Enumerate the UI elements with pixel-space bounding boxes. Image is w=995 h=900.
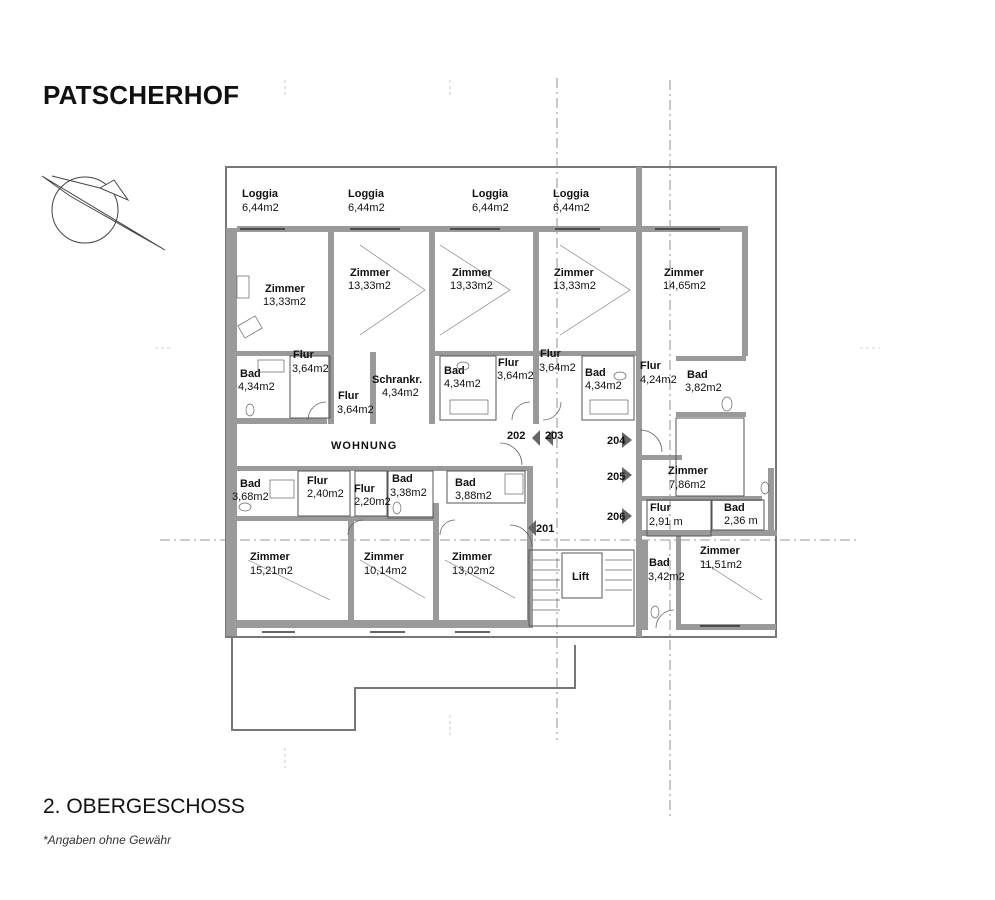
door-number: 202 <box>507 430 525 442</box>
room-name: Flur <box>293 349 314 361</box>
door-numbers: 202 203 204 205 206 201 <box>507 430 626 535</box>
room-area: 15,21m2 <box>250 565 293 577</box>
room-name: Flur <box>354 483 375 495</box>
door-number: 205 <box>607 471 625 483</box>
room-area: 4,34m2 <box>382 387 419 399</box>
room-area: 13,02m2 <box>452 565 495 577</box>
room-name: Bad <box>392 473 413 485</box>
door-swings <box>307 401 675 629</box>
room-area: 3,38m2 <box>390 487 427 499</box>
room-name: Bad <box>240 478 261 490</box>
room-name: Loggia <box>553 188 590 200</box>
room-name: Zimmer <box>554 267 594 279</box>
room-name: Bad <box>585 367 606 379</box>
room-area: 6,44m2 <box>472 202 509 214</box>
room-name: Zimmer <box>664 267 704 279</box>
room-area: 3,64m2 <box>497 370 534 382</box>
door-arrows <box>528 430 632 536</box>
room-area: 6,44m2 <box>348 202 385 214</box>
room-area: 4,24m2 <box>640 374 677 386</box>
disclaimer-note: *Angaben ohne Gewähr <box>43 833 172 847</box>
room-name: Bad <box>724 502 745 514</box>
north-arrow-icon <box>41 175 166 251</box>
room-name: Zimmer <box>668 465 708 477</box>
room-area: 14,65m2 <box>663 280 706 292</box>
room-area: 4,34m2 <box>238 381 275 393</box>
room-name: Flur <box>338 390 359 402</box>
room-name: Bad <box>649 557 670 569</box>
room-area: 3,42m2 <box>648 571 685 583</box>
room-name: Zimmer <box>452 267 492 279</box>
door-number: 201 <box>536 523 554 535</box>
room-area: 3,64m2 <box>292 363 329 375</box>
room-name: Zimmer <box>452 551 492 563</box>
door-number: 206 <box>607 511 625 523</box>
door-number: 203 <box>545 430 563 442</box>
room-name: Bad <box>444 365 465 377</box>
room-labels: Loggia 6,44m2 Loggia 6,44m2 Loggia 6,44m… <box>232 188 758 583</box>
room-name: Zimmer <box>700 545 740 557</box>
room-name: Loggia <box>348 188 385 200</box>
room-area: 2,20m2 <box>354 496 391 508</box>
room-area: 3,68m2 <box>232 491 269 503</box>
fixtures <box>236 275 770 619</box>
room-area: 2,36 m <box>724 515 758 527</box>
floor-label: 2. OBERGESCHOSS <box>43 795 245 818</box>
staircase <box>532 559 632 611</box>
page-title: PATSCHERHOF <box>43 80 240 110</box>
door-number: 204 <box>607 435 626 447</box>
room-area: 11,51m2 <box>700 559 742 571</box>
room-area: 10,14m2 <box>364 565 407 577</box>
room-area: 13,33m2 <box>553 280 596 292</box>
room-area: 2,91 m <box>649 516 683 528</box>
room-name: Loggia <box>472 188 509 200</box>
room-area: 13,33m2 <box>348 280 391 292</box>
room-area: 3,64m2 <box>539 362 576 374</box>
room-name: Zimmer <box>364 551 404 563</box>
room-name: Bad <box>455 477 476 489</box>
room-area: 3,82m2 <box>685 382 722 394</box>
room-area: 13,33m2 <box>450 280 493 292</box>
room-name: Flur <box>307 475 328 487</box>
room-name: Flur <box>640 360 661 372</box>
room-name: Zimmer <box>250 551 290 563</box>
room-name: Bad <box>240 368 261 380</box>
room-name: Bad <box>687 369 708 381</box>
partitions <box>289 355 765 627</box>
room-area: 6,44m2 <box>553 202 590 214</box>
lift-label: Lift <box>572 571 589 583</box>
room-name: Zimmer <box>350 267 390 279</box>
interior-walls <box>226 167 777 637</box>
room-name: Flur <box>498 357 519 369</box>
room-area: 3,64m2 <box>337 404 374 416</box>
room-area: 3,88m2 <box>455 490 492 502</box>
room-area: 4,34m2 <box>585 380 622 392</box>
room-area: 4,34m2 <box>444 378 481 390</box>
room-name: Schrankr. <box>372 374 422 386</box>
room-area: 13,33m2 <box>263 296 306 308</box>
room-area: 7,86m2 <box>669 479 706 491</box>
outer-walls <box>225 166 777 731</box>
room-area: 2,40m2 <box>307 488 344 500</box>
room-name: Flur <box>540 348 561 360</box>
room-name: Zimmer <box>265 283 305 295</box>
room-name: Flur <box>650 502 671 514</box>
apartment-label: WOHNUNG <box>331 440 397 452</box>
room-name: Loggia <box>242 188 279 200</box>
grid-axes <box>160 78 860 820</box>
windows <box>240 228 740 633</box>
room-area: 6,44m2 <box>242 202 279 214</box>
